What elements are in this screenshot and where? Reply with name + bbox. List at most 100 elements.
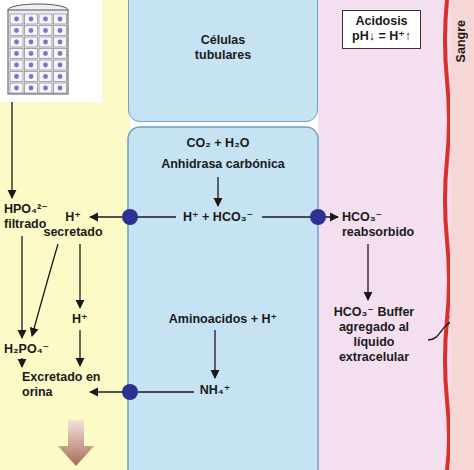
cell-nucleus	[14, 17, 19, 22]
label-holder: NH₄⁺	[190, 383, 240, 398]
label-holder: CO₂ + H₂O	[138, 136, 298, 151]
label-holder: Excretado en orina	[22, 370, 102, 400]
cell-nucleus	[14, 40, 19, 45]
cell-nucleus	[43, 86, 48, 91]
flow-arrow	[367, 244, 368, 300]
reaction-label: H⁺ + HCO₃⁻	[138, 210, 298, 225]
transporter	[122, 384, 138, 400]
epithelial-cell	[25, 49, 38, 59]
cell-nucleus	[58, 63, 63, 68]
flow-arrow	[21, 358, 22, 367]
epithelial-cell	[25, 37, 38, 47]
cell-nucleus	[58, 86, 63, 91]
tubule-icon-ground	[0, 0, 102, 102]
transporter	[310, 209, 326, 225]
tubule-lumen	[0, 0, 130, 470]
epithelial-cell	[54, 26, 67, 36]
tubular-cell-box: Células tubulares	[128, 0, 318, 122]
label-holder: H⁺ secretado	[38, 210, 108, 240]
condition-text: Acidosis	[352, 14, 411, 29]
cell-nucleus	[14, 63, 19, 68]
epithelial-cell	[10, 60, 23, 70]
epithelial-cell	[39, 14, 52, 24]
epithelial-cell	[39, 72, 52, 82]
epithelial-cell	[54, 60, 67, 70]
cell-nucleus	[29, 63, 34, 68]
flow-arrow	[214, 330, 215, 378]
region-label: Sangre	[454, 20, 469, 62]
cell-nucleus	[43, 63, 48, 68]
cell-nucleus	[29, 86, 34, 91]
epithelial-cell	[39, 37, 52, 47]
epithelial-cell	[10, 37, 23, 47]
label-holder: H₂PO₄⁻	[4, 342, 66, 357]
label-holder: HCO₃⁻ reabsorbido	[342, 210, 432, 240]
cell-nucleus	[43, 40, 48, 45]
epithelial-cell	[39, 49, 52, 59]
blood-band: Sangre	[450, 0, 474, 470]
ion-label: H₂PO₄⁻	[4, 342, 66, 357]
label-holder: Aminoacidos + H⁺	[133, 312, 313, 327]
cell-nucleus	[58, 28, 63, 33]
flow-arrow	[79, 330, 80, 366]
ion-label: H⁺	[72, 312, 96, 327]
tubule-wall	[8, 10, 68, 94]
vessel-wall	[445, 0, 449, 470]
cell-nucleus	[29, 51, 34, 56]
tubular-cell	[128, 127, 318, 470]
cell-nucleus	[58, 74, 63, 79]
reaction-label: CO₂ + H₂O	[138, 136, 298, 151]
condition-text: pH↓ = H⁺↑	[352, 29, 411, 44]
cell-nucleus	[58, 40, 63, 45]
cell-nucleus	[29, 40, 34, 45]
cell-nucleus	[43, 17, 48, 22]
label-holder: Anhidrasa carbónica	[133, 157, 313, 172]
cell-nucleus	[43, 28, 48, 33]
epithelial-cell	[25, 26, 38, 36]
epithelial-cell	[54, 83, 67, 93]
epithelial-cell	[25, 83, 38, 93]
flow-arrow	[262, 216, 338, 217]
epithelial-cell	[25, 60, 38, 70]
ion-label: HCO₃⁻ reabsorbido	[342, 210, 432, 240]
flow-arrow	[11, 102, 12, 198]
epithelial-cell	[39, 83, 52, 93]
cell-nucleus	[43, 74, 48, 79]
cell-nucleus	[14, 74, 19, 79]
cell-nucleus	[29, 28, 34, 33]
epithelial-cell	[25, 72, 38, 82]
epithelial-cell	[39, 60, 52, 70]
process-label: Excretado en orina	[22, 370, 102, 400]
epithelial-cell	[10, 49, 23, 59]
epithelial-cell	[39, 26, 52, 36]
flow-arrow	[79, 244, 80, 308]
cell-label: Células tubulares	[177, 33, 269, 63]
reaction-label: Aminoacidos + H⁺	[133, 312, 313, 327]
enzyme-label: Anhidrasa carbónica	[133, 157, 313, 172]
epithelial-cell	[10, 72, 23, 82]
cell-nucleus	[14, 51, 19, 56]
label-holder: HCO₃⁻ Buffer agregado al líquido extrace…	[322, 305, 426, 365]
buffer-label: HCO₃⁻ Buffer agregado al líquido extrace…	[322, 305, 426, 365]
ion-label: NH₄⁺	[190, 383, 240, 398]
label-holder: H⁺	[72, 312, 96, 327]
cell-nucleus	[43, 51, 48, 56]
epithelial-cell	[10, 26, 23, 36]
label-holder: H⁺ + HCO₃⁻	[138, 210, 298, 225]
cell-nucleus	[14, 86, 19, 91]
cell-nucleus	[58, 51, 63, 56]
flow-arrow	[90, 391, 194, 392]
transporter	[122, 209, 138, 225]
tubule-icon	[8, 4, 68, 94]
excretion-arrow	[58, 420, 94, 466]
epithelial-cell	[10, 14, 23, 24]
ion-label: H⁺ secretado	[38, 210, 108, 240]
epithelial-cell	[54, 37, 67, 47]
condition-box: AcidosispH↓ = H⁺↑	[342, 10, 421, 49]
epithelial-cell	[54, 72, 67, 82]
epithelial-cell	[10, 83, 23, 93]
cell-nucleus	[14, 28, 19, 33]
cell-nucleus	[58, 17, 63, 22]
flow-arrow	[21, 236, 22, 338]
